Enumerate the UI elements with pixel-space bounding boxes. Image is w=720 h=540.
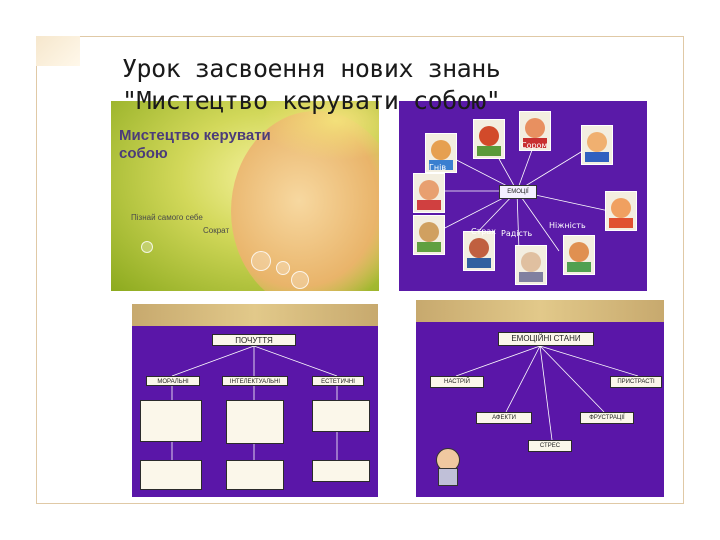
emotion-picture <box>413 215 445 255</box>
corner-decoration <box>36 36 80 66</box>
intro-photo-slide: Мистецтво керувати собою Пізнай самого с… <box>111 101 379 291</box>
feelings-example-box <box>140 460 202 490</box>
emotion-picture <box>563 235 595 275</box>
soap-bubble <box>276 261 290 275</box>
intro-quote-author: Сократ <box>203 226 229 235</box>
emotion-picture <box>581 125 613 165</box>
emotion-tag-anger: Гнів <box>429 163 446 172</box>
state-stress: СТРЕС <box>528 440 572 452</box>
soap-bubble <box>141 241 153 253</box>
emotion-tag-joy: Радість <box>501 229 532 238</box>
slide-title-line1: Урок засвоення нових знань <box>122 54 500 83</box>
emotion-picture <box>413 173 445 213</box>
state-frustrations: ФРУСТРАЦІЇ <box>580 412 634 424</box>
emotion-tag-fear: Страх <box>471 227 496 236</box>
feelings-description-box <box>312 400 370 432</box>
state-affects: АФЕКТИ <box>476 412 532 424</box>
emotion-tag-tenderness: Ніжність <box>549 221 586 230</box>
feelings-column-moral: МОРАЛЬНІ <box>146 376 200 386</box>
emotion-picture <box>515 245 547 285</box>
emotion-tag-shame: Сором <box>521 141 548 150</box>
emotions-slide: ЕМОЦІЇ Сором Гнів Радість Страх Ніжність <box>399 101 647 291</box>
feelings-column-aesthetic: ЕСТЕТИЧНІ <box>312 376 364 386</box>
emotions-center-label: ЕМОЦІЇ <box>499 185 537 199</box>
cartoon-boy-image <box>432 442 462 486</box>
emotion-picture <box>463 231 495 271</box>
soap-bubble <box>251 251 271 271</box>
feelings-example-box <box>312 460 370 482</box>
state-mood: НАСТРІЙ <box>430 376 484 388</box>
intro-quote: Пізнай самого себе <box>131 213 203 222</box>
emotion-picture <box>605 191 637 231</box>
feelings-description-box <box>226 400 284 444</box>
state-passions: ПРИСТРАСТІ <box>610 376 662 388</box>
emotion-picture <box>473 119 505 159</box>
feelings-slide: ПОЧУТТЯ МОРАЛЬНІ ІНТЕЛЕКТУАЛЬНІ ЕСТЕТИЧН… <box>132 304 378 497</box>
states-title-box: ЕМОЦІЙНІ СТАНИ <box>498 332 594 346</box>
slide-title-line2: "Мистецтво керувати собою" <box>122 86 500 115</box>
feelings-example-box <box>226 460 284 490</box>
emotional-states-slide: ЕМОЦІЙНІ СТАНИ НАСТРІЙ ПРИСТРАСТІ АФЕКТИ… <box>416 300 664 497</box>
intro-heading: Мистецтво керувати собою <box>119 127 289 163</box>
feelings-description-box <box>140 400 202 442</box>
soap-bubble <box>291 271 309 289</box>
feelings-title-box: ПОЧУТТЯ <box>212 334 296 346</box>
feelings-column-intellectual: ІНТЕЛЕКТУАЛЬНІ <box>222 376 288 386</box>
